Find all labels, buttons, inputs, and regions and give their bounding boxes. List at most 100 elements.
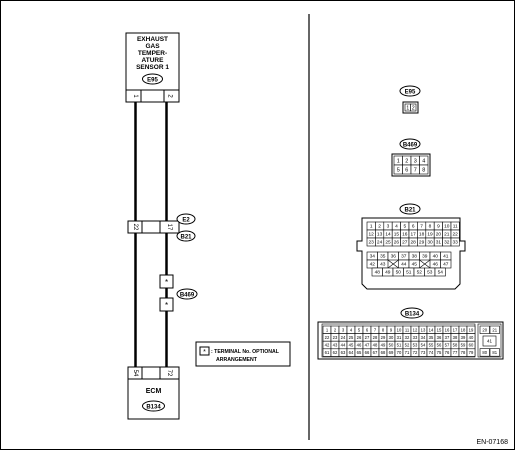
connector-b21-pin-label: 53: [427, 270, 433, 276]
connector-b134-pin-label: 6: [366, 327, 369, 332]
connector-b134-pin-label: 74: [429, 350, 434, 355]
connector-b134-pin-label: 62: [333, 350, 338, 355]
connector-b134-pin-label: 60: [469, 343, 474, 348]
connector-b21-pin-label: 52: [417, 270, 423, 276]
connector-b134-pin-label: 23: [333, 335, 338, 340]
connector-b134-pin-label: 34: [421, 335, 426, 340]
connector-b469-pin-label: 3: [414, 158, 417, 164]
connector-b21-pin-label: 21: [444, 232, 450, 238]
connector-b134-pin-label: 79: [469, 350, 474, 355]
connector-b134-pin-label: 13: [421, 327, 426, 332]
connector-b134-pin-label: 27: [365, 335, 370, 340]
connector-b134-pin-label: 25: [349, 335, 354, 340]
connector-b21-pin-label: 23: [369, 240, 375, 246]
connector-b134-pin-label: 4: [350, 327, 353, 332]
connector-b134-cell: [482, 335, 497, 347]
connector-b21-pin-label: 48: [375, 270, 381, 276]
connector-b21-blank-cell: [387, 259, 399, 269]
connector-b134-pin-label: 59: [461, 343, 466, 348]
connector-b134-pin-label: 3: [342, 327, 345, 332]
connector-b21-pin-label: 22: [453, 232, 459, 238]
sensor-connector-label: E95: [147, 78, 158, 84]
connector-b134-pin-label: 63: [341, 350, 346, 355]
connector-b134-pin-label: 29: [381, 335, 386, 340]
connector-b469-label: B469: [403, 143, 418, 149]
connector-b21-pin-label: 1: [370, 224, 373, 230]
connector-b21-pin-label: 31: [436, 240, 442, 246]
connector-b469-pin-label: 7: [414, 167, 417, 173]
connector-b134-pin-label: 55: [429, 343, 434, 348]
junction-b469-pin-lower: *: [165, 301, 168, 310]
junction-e2-b21-pin-17: 17: [166, 224, 172, 231]
connector-b21-pin-label: 29: [419, 240, 425, 246]
connector-b469-pin-label: 2: [405, 158, 408, 164]
connector-b21-pin-label: 10: [444, 224, 450, 230]
connector-b21-pin-label: 26: [394, 240, 400, 246]
connector-e95-pin-label: 2: [412, 105, 415, 111]
connector-b134-pin-label: 53: [413, 343, 418, 348]
connector-b469-pin-label: 8: [422, 167, 425, 173]
legend-box: [195, 341, 291, 367]
connector-e95-oval: [399, 85, 421, 97]
legend-line-2: ARRANGEMENT: [216, 357, 258, 363]
ecm-title: ECM: [146, 388, 162, 395]
connector-b134-pin-label: 36: [437, 335, 442, 340]
connector-b134-pin-label: 26: [357, 335, 362, 340]
connector-b134-pin-label: 43: [333, 343, 338, 348]
connector-b21-pin-label: 39: [422, 254, 428, 260]
connector-b134-pin-label: 71: [405, 350, 410, 355]
connector-b21-oval: [399, 203, 421, 215]
ecm-box: [127, 378, 180, 420]
connector-e95-label: E95: [405, 90, 416, 96]
connector-b134-oval: [400, 307, 424, 319]
connector-e95-cell: [410, 103, 417, 112]
connector-b21-pin-label: 43: [380, 262, 386, 268]
connector-b21-pin-label: 9: [437, 224, 440, 230]
connector-oval-b21: [176, 230, 196, 242]
connector-b134-pin-label: 44: [341, 343, 346, 348]
connector-b134-pin-label: 68: [381, 350, 386, 355]
sensor-connector-oval: [142, 73, 163, 85]
connector-b21-pin-label: 50: [396, 270, 402, 276]
connector-b21-cell: [450, 237, 460, 247]
connector-b134-pin-label: 38: [453, 335, 458, 340]
connector-b134-pin-label: 49: [381, 343, 386, 348]
connector-b21-pin-label: 51: [406, 270, 412, 276]
connector-b21-pin-label: 3: [387, 224, 390, 230]
connector-b134-pin-label: 47: [365, 343, 370, 348]
connector-b21-pin-label: 17: [411, 232, 417, 238]
connector-b134-pin-label: 21: [492, 327, 497, 332]
connector-b134-pin-label: 20: [482, 327, 487, 332]
connector-oval-b469: [176, 288, 198, 300]
junction-e2-b21: [127, 220, 180, 234]
connector-label-b21: B21: [180, 235, 192, 241]
connector-b134-pin-label: 1: [326, 327, 329, 332]
connector-b134-pin-label: 31: [397, 335, 402, 340]
connector-b134-pin-label: 17: [453, 327, 458, 332]
connector-b469-pin-label: 4: [422, 158, 425, 164]
connector-b21-pin-label: 37: [401, 254, 407, 260]
connector-b134-label: B134: [405, 312, 420, 318]
connector-b21-pin-label: 49: [385, 270, 391, 276]
connector-b21-pin-label: 42: [370, 262, 376, 268]
connector-b21-pin-label: 54: [438, 270, 444, 276]
connector-b134-pin-label: 52: [405, 343, 410, 348]
connector-b134-cell: [479, 325, 490, 334]
ecm-pin-72: 72: [166, 370, 172, 377]
connector-b134-pin-label: 9: [390, 327, 393, 332]
connector-b469-pin-label: 1: [397, 158, 400, 164]
connector-b21-pin-label: 4: [395, 224, 398, 230]
connector-b21-pin-label: 41: [443, 254, 449, 260]
sensor-title-line-1: EXHAUST: [137, 36, 168, 43]
connector-b134-pin-label: 28: [373, 335, 378, 340]
connector-b134-pin-label: 2: [334, 327, 337, 332]
connector-b134-pin-label: 16: [445, 327, 450, 332]
connector-b134-pin-label: 14: [429, 327, 434, 332]
connector-b134-pin-label: 41: [487, 339, 493, 344]
connector-b134-cell: [489, 325, 500, 334]
junction-e2-b21-pin-22: 22: [132, 224, 138, 231]
connector-b134-pin-label: 33: [413, 335, 418, 340]
connector-b21-pin-label: 47: [443, 262, 449, 268]
connector-b134-pin-label: 56: [437, 343, 442, 348]
connector-b134-pin-label: 15: [437, 327, 442, 332]
